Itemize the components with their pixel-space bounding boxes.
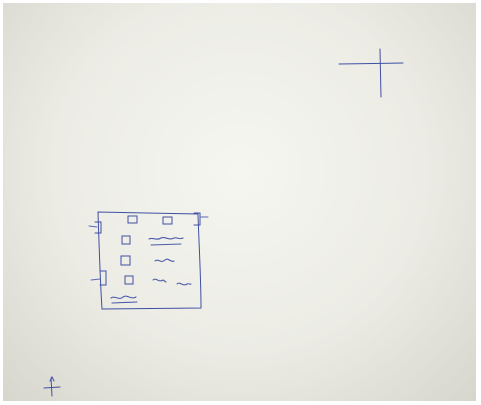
pointer-left-bottom: [90, 278, 101, 281]
scribble-mark: [148, 236, 184, 240]
north-arrow-icon: [43, 375, 61, 397]
left-door-top: [94, 221, 102, 234]
paper-photo: [3, 3, 476, 401]
scribble-mark: [152, 278, 167, 283]
desk-mark: [124, 275, 134, 285]
left-door-bottom: [99, 270, 107, 286]
desk-mark: [162, 216, 173, 225]
sketch-layer: [43, 48, 404, 397]
scribble-mark: [150, 243, 182, 246]
room-outline: [97, 211, 202, 310]
compass-rose-icon: [338, 48, 404, 98]
scribble-mark: [111, 301, 138, 304]
scribble-mark: [154, 258, 175, 262]
desk-mark: [120, 255, 131, 266]
right-door-top: [193, 212, 201, 226]
scribble-mark: [176, 282, 192, 286]
scribble-mark: [110, 295, 137, 299]
room-plan: [88, 211, 209, 310]
desk-mark: [127, 215, 138, 224]
pointer-left-top: [88, 225, 98, 228]
desk-mark: [121, 235, 131, 245]
